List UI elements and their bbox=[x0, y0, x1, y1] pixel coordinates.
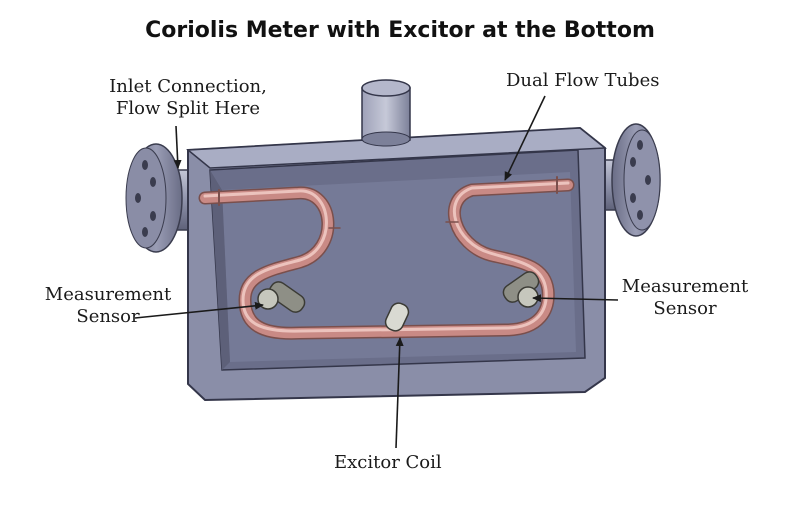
outlet-flange bbox=[589, 123, 661, 237]
meter-housing bbox=[186, 126, 608, 402]
label-inlet-line-2: Flow Split Here bbox=[115, 98, 261, 119]
excitor-coil-shape bbox=[384, 302, 410, 332]
diagram-title: Coriolis Meter with Excitor at the Botto… bbox=[145, 18, 655, 43]
label-sensor-left-line-2: Sensor bbox=[76, 306, 140, 327]
label-measurement-sensor-left: Measurement Sensor bbox=[28, 284, 188, 328]
label-measurement-sensor-right: Measurement Sensor bbox=[610, 276, 760, 320]
top-stub bbox=[361, 79, 411, 147]
label-inlet-line-1: Inlet Connection, bbox=[109, 76, 267, 97]
label-excitor-coil: Excitor Coil bbox=[334, 452, 442, 473]
label-sensor-left-line-1: Measurement bbox=[44, 284, 172, 305]
label-sensor-right-line-1: Measurement bbox=[621, 276, 749, 297]
label-inlet-connection: Inlet Connection, Flow Split Here bbox=[98, 76, 278, 120]
label-dual-flow-tubes: Dual Flow Tubes bbox=[506, 70, 660, 91]
leader-lines bbox=[134, 95, 619, 449]
dual-flow-tubes bbox=[198, 176, 575, 340]
label-sensor-right-line-2: Sensor bbox=[653, 298, 717, 319]
